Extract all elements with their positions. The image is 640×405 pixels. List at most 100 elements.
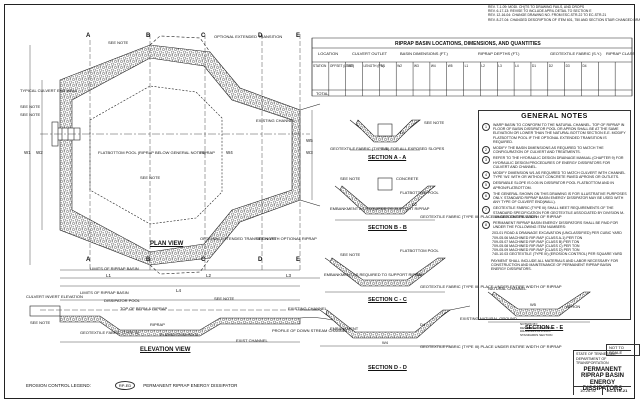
plan-label: SEE NOTE	[140, 175, 161, 180]
note-number: 7	[482, 206, 490, 215]
plan-dimension: W2	[36, 150, 43, 155]
section-e-label: NATURAL CHANNEL	[488, 286, 527, 291]
plan-dimension: L3	[286, 273, 292, 278]
section-a-label: D1	[400, 130, 406, 135]
elevation-label: GEOTEXTILE FABRIC (TYPE III)	[80, 330, 140, 335]
section-d-title: SECTION D - D	[368, 365, 407, 371]
drawing-number: EC-STR-21	[602, 387, 631, 395]
table-column-header: L4	[515, 64, 519, 68]
pay-item: 740-10.03 GEOTEXTILE (TYPE III) (EROSION…	[492, 252, 623, 257]
plan-dimension: L2	[206, 273, 212, 278]
elevation-label: FLATBOTTOM POOL	[160, 332, 199, 337]
elevation-label: SEE NOTE	[214, 296, 235, 301]
elev-riprap-profile	[59, 315, 301, 337]
stamp-line: DESIGN ENGINEERING	[520, 325, 554, 330]
section-b-title: SECTION B - B	[368, 225, 407, 231]
section-d-label: EXISTING NATURAL GROUND	[460, 316, 517, 321]
plan-label: OPTIONAL EXTENDED TRANSITION WITH OPTION…	[200, 236, 317, 241]
revision-entry: REV. 12-16-04: CHANGE DRAWING NO. FROM E…	[488, 13, 607, 18]
section-mark: A	[86, 33, 91, 39]
riprap-table-grid	[311, 37, 633, 97]
note-text: MODIFY DIMENSION W1 AS REQUIRED TO MATCH…	[493, 171, 626, 180]
note-text: GEOTEXTILE FABRIC (TYPE III) SHALL MEET …	[493, 206, 625, 219]
elevation-view	[29, 299, 341, 343]
note-number: 1	[482, 123, 490, 131]
section-c-label: SEE NOTE	[340, 252, 361, 257]
elev-culvert	[29, 305, 61, 317]
section-b-label: FLATBOTTOM POOL	[400, 190, 439, 195]
section-e-label: W5	[530, 302, 536, 307]
section-b-label: SEE NOTE	[340, 176, 361, 181]
pay-item: 709-05.06 MACHINED RIP-RAP (CLASS A-1) P…	[492, 235, 583, 240]
section-a-label: GEOTEXTILE FABRIC (TYPE III) FOR ALL EXP…	[330, 146, 445, 151]
table-column-header: SIZE	[346, 64, 354, 68]
section-d-label: GEOTEXTILE FABRIC (TYPE III) PLACE UNDER…	[420, 344, 562, 349]
section-a-label: SEE NOTE	[424, 120, 445, 125]
section-b	[334, 177, 436, 221]
table-group-header: BASIN DIMENSIONS (FT.)	[400, 51, 448, 56]
legend-symbol: RP-ED	[114, 381, 136, 390]
note-text: WARP BASIN TO CONFORM TO THE NATURAL CHA…	[493, 123, 626, 144]
table-column-header: D3	[565, 64, 570, 68]
table-column-header: W2	[397, 64, 402, 68]
pay-item: 709-05.09 MACHINED RIP-RAP (CLASS D) PER…	[492, 248, 580, 253]
section-e	[487, 291, 591, 323]
elevation-label: RIPRAP	[150, 322, 165, 327]
section-d-label: EMBANKMENT	[330, 326, 359, 331]
plan-label: EXISTING CHANNEL	[256, 118, 295, 123]
table-group-header: CULVERT OUTLET	[352, 51, 388, 56]
note-text: MODIFY THE BASIN DIMENSIONS AS REQUIRED …	[493, 146, 604, 155]
table-column-header: W4	[430, 64, 436, 68]
plan-label: OPTIONAL EXTENDED TRANSITION	[214, 34, 283, 39]
elevation-label: DISSIPATOR POOL	[104, 298, 140, 303]
table-group-header: RIPRAP CLASS	[606, 51, 636, 56]
plan-dimension: W4	[226, 150, 233, 155]
pay-item: 203-01 ROAD & DRAINAGE EXCAVATION (UNCLA…	[492, 231, 622, 236]
note-number: 2	[482, 146, 490, 155]
revision-block: REV. 7-1-09: MODI. CH(TS TO DRAWING FAIL…	[488, 5, 640, 22]
plan-view	[29, 34, 321, 287]
plan-label: LIMITS OF RIPRAP BASIN	[90, 266, 139, 271]
section-c-label: FLATBOTTOM POOL	[400, 248, 439, 253]
plan-label: SEE NOTE	[20, 112, 41, 117]
elevation-label: EXIST CHANNEL	[236, 338, 268, 343]
section-mark: E	[296, 257, 301, 263]
note-text: PERMANENT RIPRAP BASIN ENERGY DISSIPATOR…	[493, 221, 619, 230]
table-column-header: D1	[531, 64, 537, 68]
table-column-header: D2	[548, 64, 553, 68]
plan-dimension: L4	[176, 288, 182, 293]
section-mark: D	[258, 257, 263, 263]
table-column-header: L2	[481, 64, 485, 68]
elevation-label: LIMITS OF RIPRAP BASIN	[80, 290, 129, 295]
section-a-title: SECTION A - A	[368, 155, 407, 161]
stamp-line: NOTEPD BY:	[520, 322, 539, 326]
section-mark: B	[146, 33, 151, 39]
section-mark: A	[86, 257, 91, 263]
section-d-label: W4	[382, 340, 388, 345]
section-b-label: GEOTEXTILE FABRIC (TYPE III) PLACE UNDER…	[420, 214, 562, 219]
section-d-label: D4	[420, 322, 426, 327]
note-number: 8	[482, 221, 490, 230]
legend-text: PERMANENT RIPRAP ENERGY DISSIPATOR	[143, 383, 238, 388]
note-number: 5	[482, 181, 490, 190]
section-mark: C	[201, 33, 206, 39]
plan-dimension: W5	[306, 138, 313, 143]
note-text: DESIRABLE SLOPE IS 0.05 IN DISSIPATOR PO…	[493, 181, 614, 190]
section-c	[324, 257, 446, 293]
note-number: 3	[482, 156, 490, 165]
revision-entry: REV. 7-1-09: MODI. CH(TS TO DRAWING FAIL…	[488, 5, 585, 9]
elevation-label: TOP OF BERM & RIPRAP	[120, 306, 168, 311]
section-e-title: SECTION E - E	[525, 325, 564, 331]
pay-item: 709-05.08 MACHINED RIP-RAP (CLASS C) PER…	[492, 244, 580, 249]
section-a-label: W1	[382, 146, 388, 151]
section-mark: B	[146, 257, 151, 263]
plan-label: SEE NOTE	[256, 236, 277, 241]
section-mark: C	[201, 257, 206, 263]
